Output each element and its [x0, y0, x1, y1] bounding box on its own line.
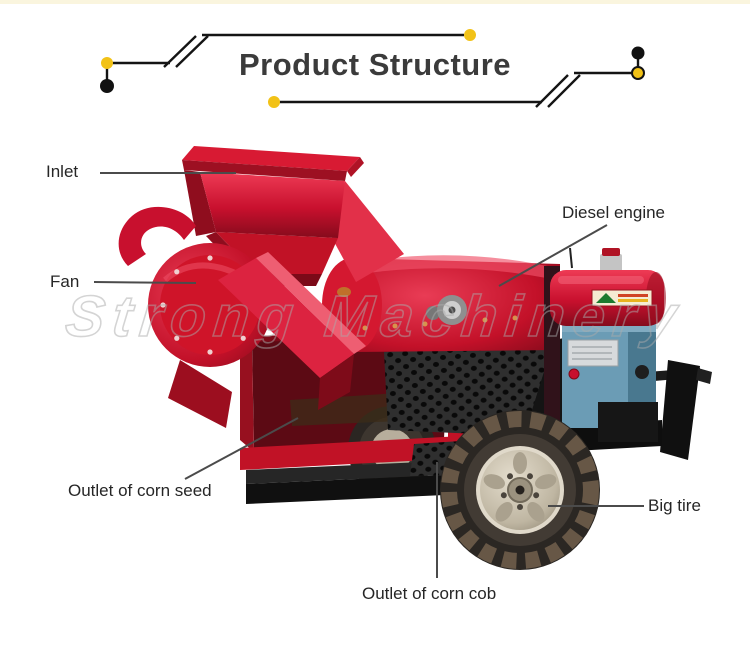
drive-pulley: [426, 295, 467, 325]
discharge-chute: [218, 252, 366, 410]
black-dot-icon: [631, 46, 645, 60]
leader-lines: [93, 172, 644, 578]
leader-line-corn-seed: [184, 417, 299, 480]
yellow-dot-icon: [631, 66, 645, 80]
lug-bolts: [500, 473, 540, 510]
hopper: [182, 146, 404, 286]
diesel-engine: [544, 247, 666, 452]
fan-housing: [118, 206, 366, 428]
big-tire: [440, 410, 600, 570]
corn-piece: [337, 287, 351, 297]
label-inlet: Inlet: [46, 162, 79, 181]
leader-line-fan: [93, 281, 197, 284]
top-accent-band: [0, 0, 750, 4]
page-title: Product Structure: [238, 47, 512, 82]
label-fan: Fan: [50, 272, 80, 291]
rim-slots: [483, 452, 557, 522]
label-diesel-engine: Diesel engine: [562, 203, 666, 222]
yellow-dot-icon: [464, 29, 476, 41]
fuel-cap: [600, 254, 622, 272]
yellow-dot-icon: [268, 96, 280, 108]
label-outlet-of-corn-cob: Outlet of corn cob: [362, 584, 497, 603]
label-big-tire: Big tire: [648, 496, 701, 515]
leader-line-diesel-engine: [498, 224, 608, 287]
header-decoration: [100, 29, 645, 108]
label-outlet-of-corn-seed: Outlet of corn seed: [68, 481, 212, 500]
black-dot-icon: [100, 79, 114, 93]
yellow-dot-icon: [101, 57, 113, 69]
